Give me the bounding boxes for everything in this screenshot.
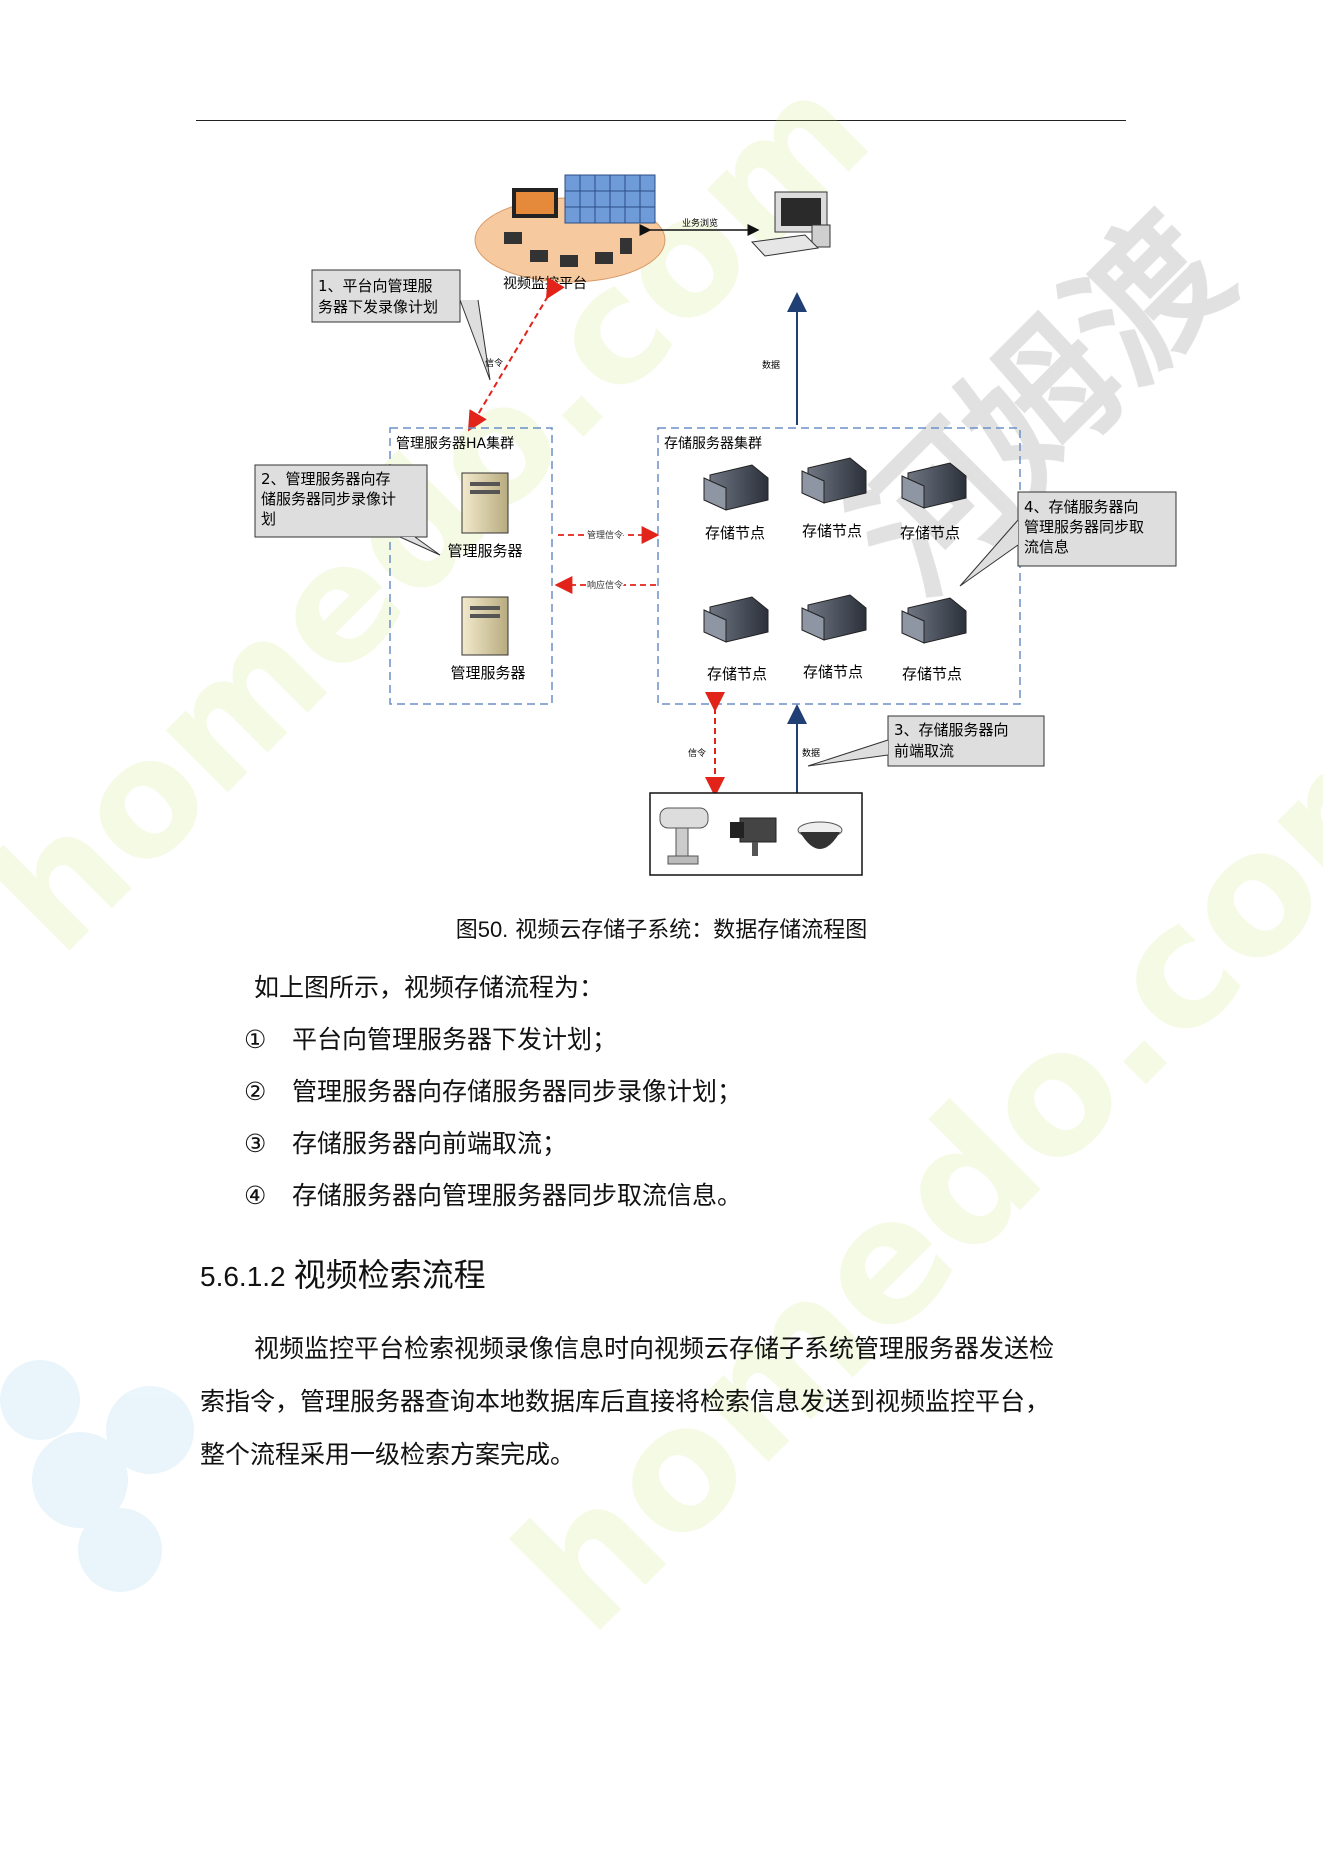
step-text: 管理服务器向存储服务器同步录像计划； [292,1077,743,1106]
body-line: 整个流程采用一级检索方案完成。 [200,1440,576,1469]
caption-number: 50. [477,917,509,942]
callout-1-line-2: 务器下发录像计划 [318,298,438,316]
mgmt-server-1-icon [461,472,509,534]
data-label-top: 数据 [762,359,780,371]
mgmt-signal-label: 管理信令 [587,529,623,541]
callout-4-line-1: 4、存储服务器向 [1024,498,1139,516]
video-platform-icon [474,174,666,283]
mgmt-cluster-box [389,427,553,705]
signal-label-top: 信令 [485,357,503,369]
step-mark: ③ [244,1129,267,1158]
storage-node-label: 存储节点 [803,663,863,681]
callout-2-line-3: 划 [261,510,276,528]
step-mark: ④ [244,1181,267,1210]
callout-4-line-2: 管理服务器同步取 [1024,518,1144,536]
storage-node-label: 存储节点 [900,524,960,542]
callout-1-line-1: 1、平台向管理服 [318,277,433,295]
callout-3: 3、存储服务器向 前端取流 [807,715,1045,767]
body-line: 索指令，管理服务器查询本地数据库后直接将检索信息发送到视频监控平台， [200,1387,1051,1416]
storage-node-icon [901,462,967,509]
step-text: 存储服务器向前端取流； [292,1129,568,1158]
storage-node-icon [703,596,769,643]
section-title: 视频检索流程 [293,1256,486,1294]
storage-node-icon [901,597,967,644]
response-signal-label: 响应信令 [587,579,623,591]
callout-4: 4、存储服务器向 管理服务器同步取 流信息 [959,491,1177,587]
mgmt-server-label-1: 管理服务器 [447,542,522,560]
platform-signal-arrow [467,277,565,432]
ptz-camera-icon [659,807,709,865]
business-browse-label: 业务浏览 [682,217,718,229]
section-number: 5.6.1.2 [200,1261,286,1292]
storage-cluster-title: 存储服务器集群 [664,435,762,452]
storage-node-icon [703,464,769,511]
mgmt-server-label-2: 管理服务器 [450,664,525,682]
step-item: ① 平台向管理服务器下发计划； [244,1020,617,1056]
step-item: ④ 存储服务器向管理服务器同步取流信息。 [244,1176,742,1212]
platform-label: 视频监控平台 [503,276,587,292]
callout-4-line-3: 流信息 [1024,538,1069,556]
intro-paragraph: 如上图所示，视频存储流程为： [254,973,605,1002]
step-item: ③ 存储服务器向前端取流； [244,1124,567,1160]
body-line: 视频监控平台检索视频录像信息时向视频云存储子系统管理服务器发送检 [254,1334,1055,1363]
signal-label-bottom: 信令 [688,747,706,759]
dome-camera-icon [797,821,843,849]
callout-2: 2、管理服务器向存 储服务器同步录像计 划 [254,464,441,556]
step-text: 平台向管理服务器下发计划； [292,1025,618,1054]
callout-3-line-1: 3、存储服务器向 [894,721,1009,739]
storage-node-label: 存储节点 [802,522,862,540]
storage-node-label: 存储节点 [705,524,765,542]
storage-flow-diagram: 视频监控平台 业务浏览 1、平台向管理服 务器下发录像计划 信令 数据 管理服务… [254,174,1177,876]
computer-icon [750,191,831,257]
figure-caption: 图50. 视频云存储子系统：数据存储流程图 [0,912,1323,944]
storage-node-icon [801,594,867,641]
header-rule [196,120,1126,121]
body-paragraph: 视频监控平台检索视频录像信息时向视频云存储子系统管理服务器发送检 索指令，管理服… [200,1322,1130,1481]
storage-node-label: 存储节点 [707,665,767,683]
callout-3-line-2: 前端取流 [894,742,954,760]
callout-2-line-1: 2、管理服务器向存 [261,470,391,488]
callout-1: 1、平台向管理服 务器下发录像计划 [311,269,491,381]
mgmt-cluster-title: 管理服务器HA集群 [396,435,514,452]
box-camera-icon [730,817,777,856]
callout-2-line-2: 储服务器同步录像计 [261,490,396,508]
storage-node-label: 存储节点 [902,665,962,683]
step-text: 存储服务器向管理服务器同步取流信息。 [292,1181,743,1210]
step-item: ② 管理服务器向存储服务器同步录像计划； [244,1072,742,1108]
caption-text: 视频云存储子系统：数据存储流程图 [515,918,868,943]
data-label-bottom: 数据 [802,747,820,759]
storage-node-icon [801,457,867,504]
step-mark: ② [244,1077,267,1106]
mgmt-server-2-icon [461,596,509,656]
caption-prefix: 图 [455,918,478,943]
step-mark: ① [244,1025,267,1054]
